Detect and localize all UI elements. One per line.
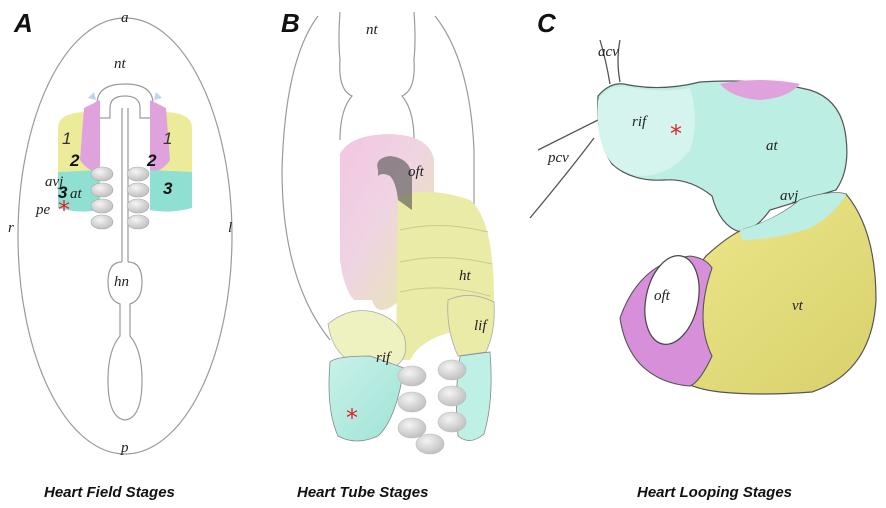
label-oft-c: oft [654,288,671,304]
label-left: l [228,220,232,236]
panel-c: C acv pcv rif at avj oft vt * Heart Loop… [530,8,876,501]
label-pcv: pcv [547,150,569,166]
label-rif-c: rif [632,114,648,130]
marker-asterisk-c: * [670,120,682,148]
label-right: r [8,220,14,236]
label-hn: hn [114,274,129,290]
label-nt: nt [114,56,127,72]
right-sinus [329,356,404,441]
label-lif: lif [474,318,488,334]
label-nt-b: nt [366,22,379,38]
somites-b [398,360,466,454]
left-field-number-1: 1 [62,129,71,148]
embryo-outline-left [282,16,330,340]
marker-asterisk-a: * [58,196,70,224]
left-inflow [448,295,495,356]
caption-a: Heart Field Stages [44,484,175,501]
label-at: at [70,186,83,202]
posterior-cardinal-vein [530,120,598,218]
label-avj-c: avj [780,188,798,204]
caption-b: Heart Tube Stages [297,484,428,501]
label-posterior: p [120,440,129,456]
right-field-number-2: 2 [146,151,157,170]
caption-c: Heart Looping Stages [637,484,792,501]
right-field-number-3: 3 [163,179,173,198]
label-vt: vt [792,298,804,314]
label-ht: ht [459,268,472,284]
label-acv: acv [598,44,619,60]
right-field-tip [154,92,162,100]
label-at-c: at [766,138,779,154]
panel-b: B nt oft ht li [281,8,494,501]
neural-tube-head [97,84,153,118]
panel-a-letter: A [13,8,33,38]
panel-b-letter: B [281,8,300,38]
label-anterior: a [121,10,129,26]
panel-c-letter: C [537,8,557,38]
marker-asterisk-b: * [346,404,358,432]
notochord-midline [122,108,128,262]
right-field-number-1: 1 [163,129,172,148]
left-field-number-2: 2 [69,151,80,170]
label-oft-b: oft [408,164,425,180]
label-rif-b: rif [376,350,392,366]
left-field-2 [80,100,100,172]
label-pe: pe [35,202,51,218]
panel-a: A [8,8,232,501]
left-field-tip [88,92,96,100]
